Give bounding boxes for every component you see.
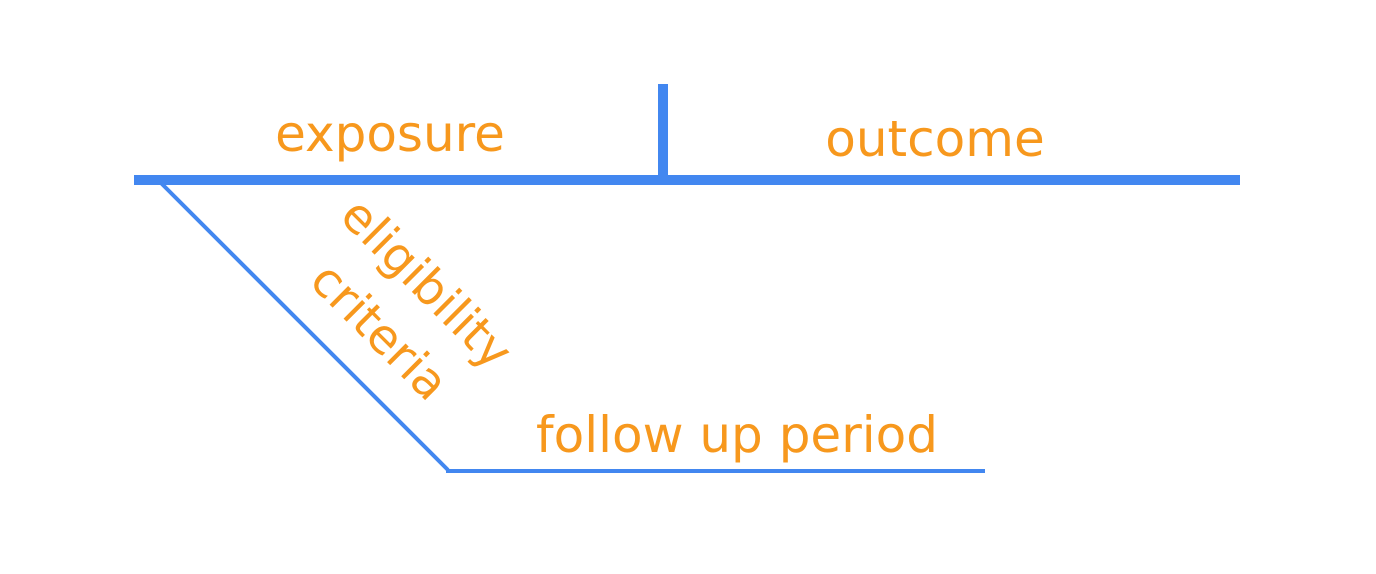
label-follow-up-period: follow up period bbox=[536, 406, 938, 464]
label-exposure: exposure bbox=[275, 105, 505, 163]
slanted-line bbox=[158, 180, 450, 472]
label-outcome: outcome bbox=[825, 110, 1044, 168]
